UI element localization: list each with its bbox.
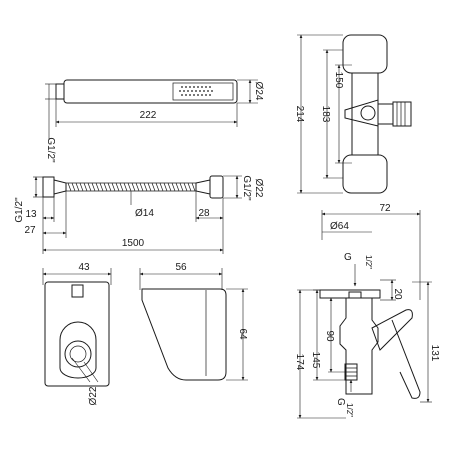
hose-left-overall-label: 27 [24, 225, 36, 236]
hose-left-nut [42, 176, 55, 198]
concealed-thread-top-g: G [344, 252, 352, 263]
mixer-lever [344, 99, 379, 127]
concealed-depth-label: 72 [379, 203, 391, 214]
concealed-lever-long [391, 319, 421, 399]
concealed-top-port [348, 291, 362, 299]
hand-shower-nut [55, 83, 65, 100]
hose-right-cone [195, 179, 211, 195]
hand-shower-view: G1/2" 222 Ø24 [45, 79, 264, 163]
concealed-top-offset-label: 20 [392, 288, 403, 300]
concealed-lower-b-label: 145 [310, 352, 321, 369]
hose-diameter-label: Ø14 [135, 208, 154, 219]
mixer-cartridge [360, 105, 376, 121]
holder-depth-label: 56 [175, 262, 187, 273]
spray-holes [179, 86, 213, 96]
holder-cradle [59, 321, 97, 379]
mixer-height-label: 214 [294, 106, 305, 123]
hose-left-end-label: 13 [25, 209, 37, 220]
concealed-wall-plate [319, 289, 381, 299]
mixer-inner-label: 150 [333, 72, 344, 89]
concealed-plate-diameter-label: Ø64 [330, 221, 349, 232]
hand-shower-length-label: 222 [140, 110, 157, 121]
mixer-top-flange [342, 34, 388, 74]
hose-right-diameter-label: Ø22 [253, 179, 264, 198]
hose-right-end-label: 28 [198, 208, 210, 219]
holder-bore [64, 340, 92, 368]
concealed-lever [371, 309, 413, 351]
mixer-outlet-thread [392, 101, 412, 127]
holder-bore-label: Ø22 [88, 386, 99, 405]
concealed-height-label: 131 [429, 345, 440, 362]
holder-front-view: 43 Ø22 [42, 262, 112, 405]
concealed-outlet-ribs [345, 367, 357, 377]
concealed-thread-bottom-g: G [335, 398, 346, 406]
mixer-outlet-ribs [396, 102, 406, 126]
hose-left-thread-label: G1/2" [14, 197, 25, 223]
hose-braid [67, 182, 196, 192]
hose-right-nut [209, 175, 224, 199]
holder-bore-inner [69, 345, 87, 363]
concealed-thread-top-frac: 1/2" [364, 255, 373, 269]
concealed-mixer-view: 72 Ø64 G 1/2" 20 131 90 145 [294, 203, 440, 419]
concealed-lower-c-label: 174 [294, 354, 305, 371]
holder-top-notch [71, 284, 84, 298]
hose-length-label: 1500 [122, 238, 145, 249]
holder-width-label: 43 [78, 262, 90, 273]
hand-shower-thread-label: G1/2" [45, 137, 56, 163]
concealed-thread-bottom-frac: 1/2" [345, 403, 354, 417]
exposed-mixer-view: 214 183 150 [294, 34, 412, 194]
hand-shower-head [172, 82, 234, 101]
hose-view: G1/2" Ø22 G1/2" Ø14 13 27 28 1500 [14, 175, 264, 254]
holder-side-body [141, 288, 227, 381]
mixer-outlet [377, 103, 394, 125]
concealed-body [339, 297, 379, 395]
mixer-body [351, 72, 379, 156]
holder-height-label: 64 [237, 328, 248, 340]
concealed-lower-a-label: 90 [324, 330, 335, 342]
hose-right-thread-label: G1/2" [241, 175, 252, 201]
mixer-bottom-flange [342, 154, 388, 194]
hand-shower-diameter-label: Ø24 [253, 82, 264, 101]
holder-front-body [44, 281, 110, 387]
hand-shower-body [63, 79, 238, 104]
hose-left-cone [53, 179, 67, 195]
holder-side-view: 56 64 [139, 262, 248, 381]
mixer-outer-label: 183 [320, 106, 331, 123]
